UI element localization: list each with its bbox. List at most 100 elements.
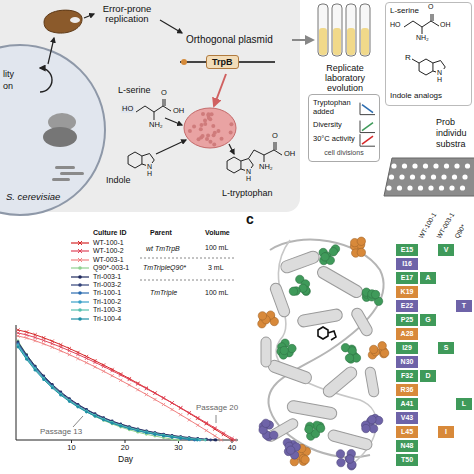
data-marker	[136, 388, 139, 391]
expression-arrow	[214, 74, 226, 106]
plate-well	[386, 185, 391, 190]
legend-marker	[78, 266, 82, 270]
data-marker	[102, 418, 105, 421]
text-label: Prob	[436, 118, 455, 128]
data-marker	[16, 328, 19, 331]
enzyme-texture	[205, 137, 209, 141]
data-marker	[188, 438, 191, 441]
culture-tube	[360, 4, 370, 56]
data-marker	[233, 438, 236, 441]
plate-well	[397, 185, 402, 190]
data-marker	[179, 413, 182, 416]
mutation-sphere	[337, 458, 345, 466]
residue-label: E17	[396, 272, 418, 284]
mutation-sphere	[346, 455, 354, 463]
data-marker	[94, 414, 97, 417]
annotation: Passage 13	[40, 428, 82, 437]
data-marker	[162, 434, 165, 437]
data-marker	[128, 427, 131, 430]
legend-sample	[70, 273, 90, 281]
data-marker	[111, 421, 114, 424]
residue-label: N48	[396, 440, 418, 452]
residue-label: E15	[396, 244, 418, 256]
residue-label: P25	[396, 314, 418, 326]
plot-axes	[16, 325, 238, 440]
data-marker	[119, 424, 122, 427]
plate-well	[399, 174, 404, 179]
mutation-cell: A	[420, 272, 436, 284]
enzyme-texture	[203, 118, 207, 122]
data-marker	[102, 419, 105, 422]
data-marker	[153, 398, 156, 401]
enzyme-texture	[208, 140, 212, 144]
amine-bond	[154, 112, 155, 120]
arrow	[156, 140, 186, 154]
mutation-cell: T	[456, 300, 472, 312]
mutation-sphere	[280, 346, 288, 354]
plate-well	[460, 185, 465, 190]
protein-helix	[350, 306, 375, 337]
data-marker	[111, 374, 114, 377]
legend-marker	[78, 241, 82, 245]
arrow	[292, 39, 313, 41]
atom-label: OH	[439, 21, 452, 29]
legend-marker	[78, 249, 82, 253]
culture-medium	[319, 28, 327, 55]
legend-sample	[70, 298, 90, 306]
data-marker	[42, 342, 45, 345]
atom-label: NH₂	[258, 163, 274, 171]
enzyme-texture	[192, 125, 196, 129]
data-marker	[34, 336, 37, 339]
promoter	[181, 59, 187, 65]
mutation-cell: S	[438, 342, 454, 354]
chromosome	[60, 172, 84, 175]
table-cell: 3 mL	[208, 264, 224, 272]
culture-curve	[18, 342, 216, 440]
data-marker	[170, 408, 173, 411]
ligand	[318, 327, 336, 340]
axis-title: Day	[118, 455, 133, 464]
data-marker	[68, 353, 71, 356]
trend-line	[362, 105, 373, 113]
enzyme-texture	[208, 117, 212, 121]
data-marker	[215, 439, 218, 442]
culture-tube	[318, 4, 328, 56]
protein-helix	[264, 417, 299, 443]
enzyme-texture	[206, 133, 210, 137]
data-marker	[213, 434, 216, 437]
mutation-sphere	[380, 349, 388, 357]
mutation-cell: V	[438, 244, 454, 256]
plate-well	[418, 185, 423, 190]
data-marker	[136, 429, 139, 432]
atom-label: HO	[121, 105, 134, 113]
data-marker	[162, 434, 165, 437]
culture-curve	[18, 345, 200, 440]
data-marker	[68, 399, 71, 402]
culture-curve	[18, 344, 195, 440]
amine-bond	[264, 155, 265, 162]
plate-well	[420, 174, 425, 179]
text-label: Error-prone replication	[96, 4, 158, 25]
legend-sample	[70, 281, 90, 289]
data-marker	[154, 433, 157, 436]
data-marker	[59, 345, 62, 348]
data-marker	[205, 429, 208, 432]
cut-label: lity	[3, 70, 14, 80]
data-marker	[128, 426, 131, 429]
culture-curve	[18, 346, 205, 440]
column-header: Q90*	[453, 223, 467, 240]
data-marker	[85, 410, 88, 413]
data-marker	[77, 405, 80, 408]
enzyme-texture	[203, 122, 207, 126]
mutation-sphere	[357, 248, 365, 256]
node-text: 30°C activity	[313, 135, 375, 144]
data-marker	[16, 334, 19, 337]
legend-text: Tri-100-3	[93, 306, 121, 314]
culture-curve	[18, 333, 235, 440]
mutation-sphere	[345, 354, 353, 362]
hydroxyl-bond	[431, 21, 439, 26]
data-marker	[17, 346, 20, 349]
node-text: S. cerevisiae	[6, 192, 60, 203]
legend-text: Tri-003-1	[93, 273, 121, 281]
mutation-sphere	[371, 290, 379, 298]
